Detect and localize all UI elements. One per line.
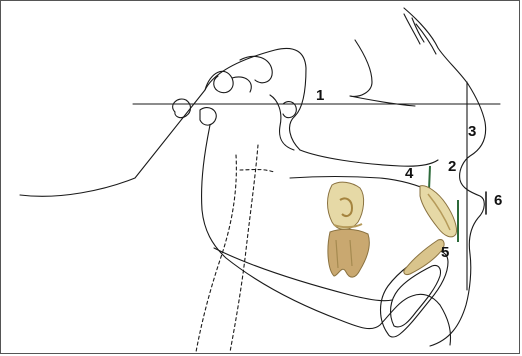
label-6: 6 (494, 193, 502, 208)
molar-tooth-image (328, 182, 370, 277)
incisor-tooth-image (404, 186, 457, 275)
marker-4 (429, 166, 430, 190)
sella-outline (205, 71, 251, 92)
label-5: 5 (441, 245, 449, 260)
label-2: 2 (448, 159, 456, 174)
inner-cranial-contour (240, 56, 294, 150)
maxilla-outline (300, 150, 438, 166)
frontal-contour (350, 40, 372, 96)
facial-profile (404, 8, 486, 346)
mandible-outline (202, 125, 451, 345)
nasal-bone (404, 14, 436, 54)
label-4: 4 (405, 166, 413, 181)
label-3: 3 (468, 124, 476, 139)
label-1: 1 (316, 88, 324, 103)
cranial-outline (20, 48, 306, 196)
pharynx-dotted (196, 145, 274, 352)
